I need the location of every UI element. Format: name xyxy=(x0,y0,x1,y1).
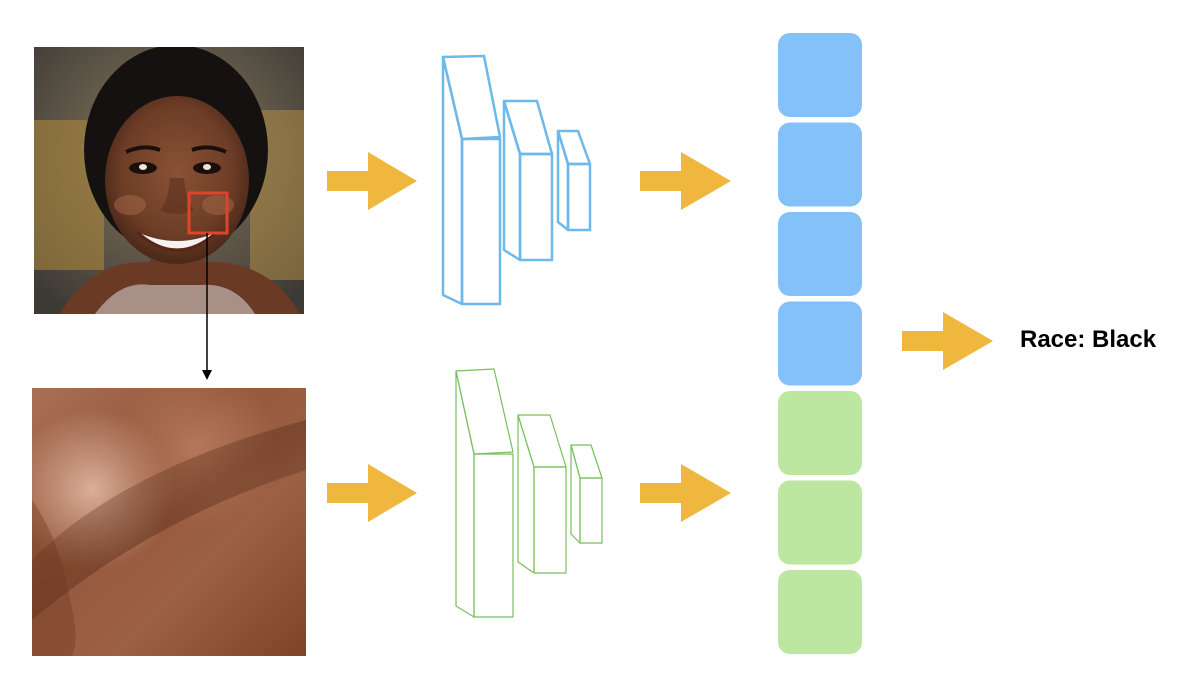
face-photo xyxy=(34,47,304,314)
connector-arrow xyxy=(202,233,212,380)
cnn-top-layer-3 xyxy=(556,129,592,232)
cnn-bottom-layer-2 xyxy=(517,414,567,574)
arrows xyxy=(327,152,993,522)
arrow-cnn-bottom-to-features xyxy=(640,464,731,522)
cnn-bottom-layer-1 xyxy=(455,368,514,618)
skin-patch xyxy=(32,388,306,656)
feature-block-green xyxy=(778,570,862,654)
feature-block-blue xyxy=(778,212,862,296)
arrow-patch-to-cnn xyxy=(327,464,417,522)
feature-block-green xyxy=(778,391,862,475)
feature-vector xyxy=(778,33,862,654)
cnn-bottom-layer-3 xyxy=(570,444,603,544)
crop-box xyxy=(187,191,229,235)
cnn-stack-top xyxy=(441,54,592,306)
feature-block-blue xyxy=(778,33,862,117)
arrow-cnn-top-to-features xyxy=(640,152,731,210)
feature-block-green xyxy=(778,480,862,565)
cnn-stack-bottom xyxy=(455,368,603,618)
cnn-top-layer-2 xyxy=(502,99,554,262)
arrow-face-to-cnn xyxy=(327,152,417,210)
feature-block-blue xyxy=(778,122,862,207)
result-label: Race: Black xyxy=(1020,326,1157,353)
feature-block-blue xyxy=(778,301,862,386)
arrow-features-to-result xyxy=(902,312,993,370)
cnn-top-layer-1 xyxy=(441,54,502,306)
